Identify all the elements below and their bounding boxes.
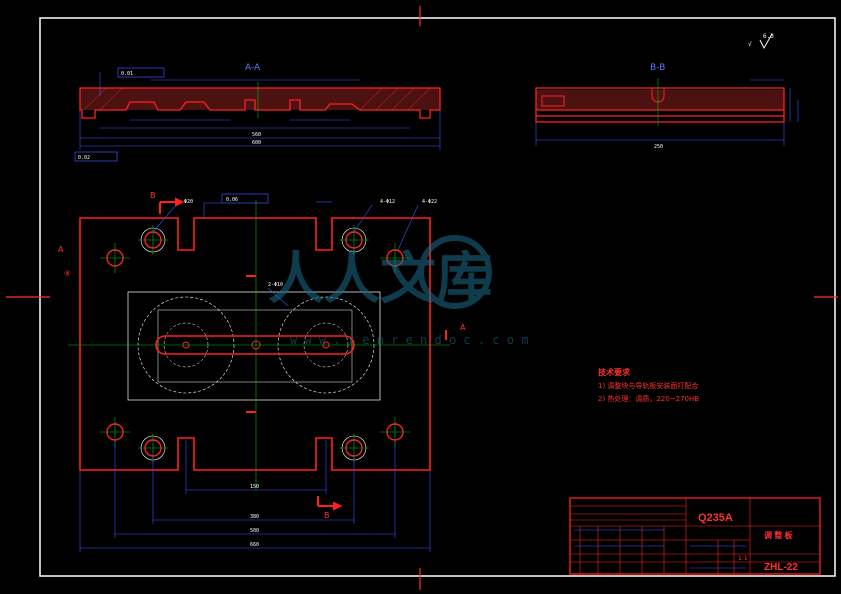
section-aa-label: A-A <box>245 63 261 73</box>
svg-text:250: 250 <box>654 144 663 150</box>
svg-text:A: A <box>58 245 64 254</box>
roughness-symbol: 6.3 √ <box>748 33 774 50</box>
svg-text:4-Φ12: 4-Φ12 <box>380 199 395 205</box>
svg-text:560: 560 <box>252 132 261 138</box>
watermark-url: w w w . r e n r e n d o c . c o m <box>290 333 528 347</box>
svg-text:0.02: 0.02 <box>78 155 90 161</box>
watermark-main: 人人文库 <box>268 247 492 312</box>
tech-title: 技术要求 <box>598 367 631 377</box>
svg-text:√: √ <box>748 41 752 48</box>
title-block: Q235A 调 整 板 ZHL-22 1:1 <box>569 497 821 575</box>
svg-text:500: 500 <box>250 528 259 534</box>
svg-text:④: ④ <box>64 269 71 278</box>
sheet-border <box>6 6 838 590</box>
section-a-a: A-A 0.01 0.02 560 600 <box>74 63 441 162</box>
svg-text:B: B <box>150 191 156 200</box>
svg-text:600: 600 <box>252 140 261 146</box>
section-bb-label: B-B <box>650 63 665 73</box>
svg-text:A: A <box>460 323 466 332</box>
drawing-number-text: ZHL-22 <box>764 562 798 573</box>
technical-requirements: 技术要求 1) 调整块与导轨板安装面打配合 2) 热处理：调质，220~270H… <box>598 367 699 403</box>
tech-item-1: 1) 调整块与导轨板安装面打配合 <box>598 381 698 390</box>
material-text: Q235A <box>698 512 733 524</box>
svg-text:2-Φ10: 2-Φ10 <box>268 282 283 288</box>
svg-text:380: 380 <box>250 514 259 520</box>
part-name-text: 调 整 板 <box>764 530 793 540</box>
scale-text: 1:1 <box>738 555 748 562</box>
svg-text:0.06: 0.06 <box>226 197 238 203</box>
roughness-value: 6.3 <box>763 33 774 40</box>
svg-text:150: 150 <box>250 484 259 490</box>
svg-text:B: B <box>324 511 330 520</box>
section-b-b: B-B 250 <box>535 63 799 150</box>
svg-text:Φ20: Φ20 <box>184 199 193 205</box>
tech-item-2: 2) 热处理：调质，220~270HB <box>598 394 699 403</box>
watermark: 人人文库 w w w . r e n r e n d o c . c o m <box>268 235 528 347</box>
svg-text:660: 660 <box>250 542 259 548</box>
svg-text:4-Φ22: 4-Φ22 <box>422 199 437 205</box>
svg-text:0.01: 0.01 <box>121 71 133 77</box>
plan-view: B B A A ④ 0.06 4-Φ12 4-Φ22 Φ20 2-Φ10 <box>58 191 466 552</box>
